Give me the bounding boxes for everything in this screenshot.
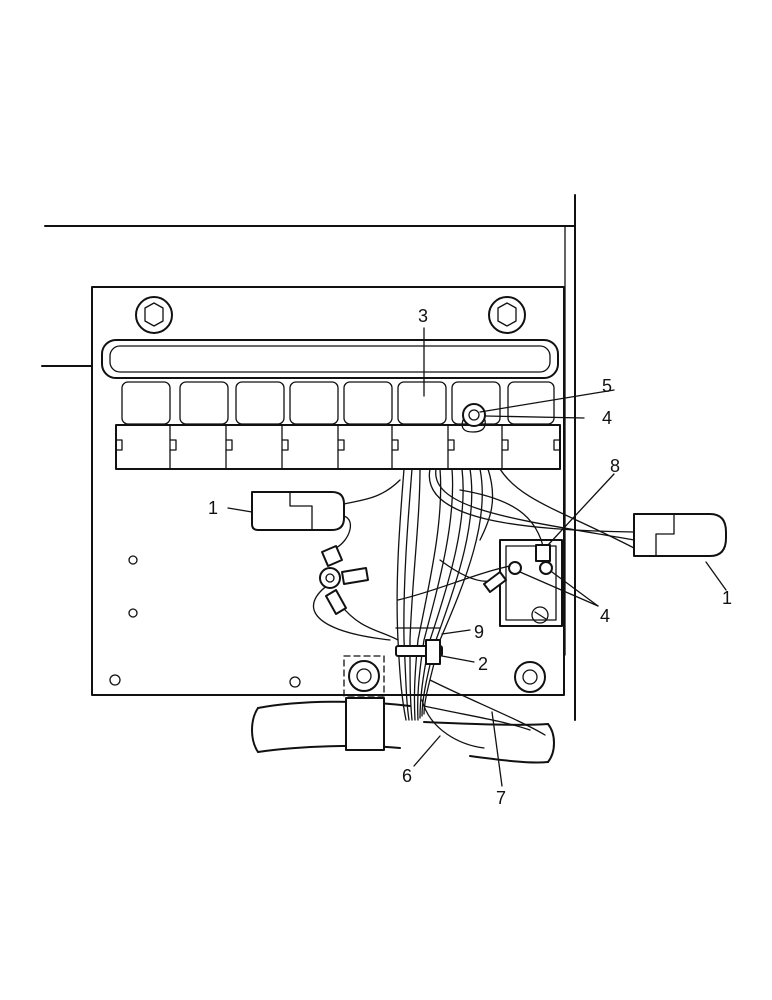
fuse-block: [101, 339, 559, 379]
wire-harness: [312, 468, 635, 749]
callout-4-top: 4: [602, 408, 612, 428]
callout-8: 8: [610, 456, 620, 476]
callouts: 3 5 4 8 1 1 4 9 2 6 7: [208, 306, 732, 808]
cab-frame: [41, 194, 576, 721]
fuse-holders: [115, 381, 561, 470]
harness-clamp: [395, 627, 443, 665]
callout-1-right: 1: [722, 588, 732, 608]
top-left-bolt: [135, 296, 173, 334]
right-connector: [633, 513, 727, 557]
left-connector: [251, 491, 345, 531]
callout-5: 5: [602, 376, 612, 396]
callout-2: 2: [478, 654, 488, 674]
callout-3: 3: [418, 306, 428, 326]
leader-lines: [227, 327, 727, 787]
ground-terminal-block: [499, 539, 563, 627]
mounting-plate: [91, 286, 565, 696]
callout-1-left: 1: [208, 498, 218, 518]
left-ring-terminals: [319, 545, 369, 615]
fuse-terminal-nut: [461, 403, 486, 433]
callout-7: 7: [496, 788, 506, 808]
right-ring-terminals: [483, 544, 551, 593]
top-right-bolt: [488, 296, 526, 334]
hose-clamp: [343, 655, 385, 751]
callout-9: 9: [474, 622, 484, 642]
hose: [251, 700, 555, 764]
callout-6: 6: [402, 766, 412, 786]
lower-right-bolt: [514, 661, 546, 693]
mounting-holes: [109, 555, 301, 688]
callout-4-right: 4: [600, 606, 610, 626]
